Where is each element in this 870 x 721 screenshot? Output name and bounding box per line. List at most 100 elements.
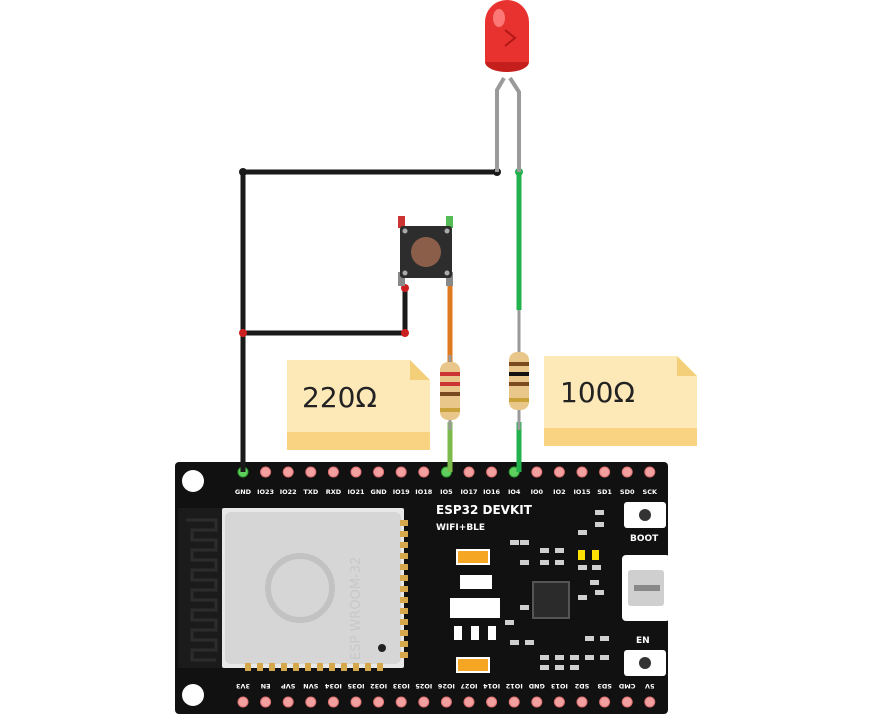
bottom-pin-io14 bbox=[486, 696, 498, 708]
board-subtitle: WIFI+BLE bbox=[436, 523, 485, 533]
capacitor bbox=[456, 549, 490, 565]
en-label: EN bbox=[636, 636, 650, 646]
smd-component bbox=[540, 665, 549, 670]
module-pad bbox=[400, 586, 408, 592]
module-pad bbox=[269, 663, 275, 671]
top-pin-io22 bbox=[282, 466, 294, 478]
top-pin-label: IO15 bbox=[574, 488, 591, 496]
top-pin-label: SCK bbox=[643, 488, 658, 496]
bottom-pin-io26 bbox=[440, 696, 452, 708]
module-pad bbox=[400, 553, 408, 559]
top-pin-io2 bbox=[553, 466, 565, 478]
boot-button[interactable] bbox=[624, 502, 666, 528]
bottom-pin-io27 bbox=[463, 696, 475, 708]
top-pin-io16 bbox=[486, 466, 498, 478]
bottom-pin-5v bbox=[644, 696, 656, 708]
top-pin-txd bbox=[305, 466, 317, 478]
module-pad bbox=[257, 663, 263, 671]
smd-component bbox=[585, 636, 594, 641]
espressif-logo bbox=[265, 553, 335, 623]
bottom-pin-3v3 bbox=[237, 696, 249, 708]
top-pin-io21 bbox=[350, 466, 362, 478]
smd-component bbox=[555, 655, 564, 660]
module-pad bbox=[341, 663, 347, 671]
smd-component bbox=[540, 655, 549, 660]
smd-component bbox=[578, 530, 587, 535]
module-label: ESP WROOM-32 bbox=[349, 557, 364, 660]
module-pad bbox=[400, 597, 408, 603]
module-pad bbox=[353, 663, 359, 671]
bottom-pin-label: IO13 bbox=[551, 682, 568, 690]
micro-usb-port bbox=[622, 555, 670, 621]
push-button[interactable] bbox=[398, 216, 453, 286]
module-pad bbox=[400, 619, 408, 625]
bottom-pin-cmd bbox=[621, 696, 633, 708]
top-pin-gnd bbox=[373, 466, 385, 478]
bottom-pin-label: IO14 bbox=[483, 682, 500, 690]
bottom-pin-io34 bbox=[327, 696, 339, 708]
top-pin-label: IO19 bbox=[393, 488, 410, 496]
top-pin-label: GND bbox=[371, 488, 388, 496]
bottom-pin-io35 bbox=[350, 696, 362, 708]
top-pin-label: IO0 bbox=[531, 488, 544, 496]
top-pin-label: IO17 bbox=[461, 488, 478, 496]
smd-component bbox=[570, 665, 579, 670]
en-button[interactable] bbox=[624, 650, 666, 676]
smd-component bbox=[595, 590, 604, 595]
top-pin-io0 bbox=[531, 466, 543, 478]
antenna-trace bbox=[186, 518, 218, 662]
board-title: ESP32 DEVKIT bbox=[436, 503, 533, 517]
module-pad bbox=[317, 663, 323, 671]
bottom-pin-label: GND bbox=[528, 682, 545, 690]
junction bbox=[239, 329, 247, 337]
bottom-pin-io25 bbox=[418, 696, 430, 708]
smd-component bbox=[592, 565, 601, 570]
top-pin-sck bbox=[644, 466, 656, 478]
bottom-pin-sd2 bbox=[576, 696, 588, 708]
bottom-pin-en bbox=[260, 696, 272, 708]
bottom-pin-label: IO26 bbox=[437, 682, 454, 690]
module-pad bbox=[400, 520, 408, 526]
junction bbox=[401, 329, 409, 337]
bottom-pin-label: SD2 bbox=[575, 682, 590, 690]
top-pin-io17 bbox=[463, 466, 475, 478]
module-pad bbox=[281, 663, 287, 671]
module-pad bbox=[329, 663, 335, 671]
resistor-100 bbox=[509, 350, 529, 430]
module-pad bbox=[245, 663, 251, 671]
module-pad bbox=[400, 531, 408, 537]
bottom-pin-gnd bbox=[531, 696, 543, 708]
top-pin-label: IO18 bbox=[415, 488, 432, 496]
bottom-pin-label: IO12 bbox=[506, 682, 523, 690]
bottom-pin-label: CMD bbox=[618, 682, 635, 690]
smd-component bbox=[585, 655, 594, 660]
led-cathode-leg bbox=[495, 76, 506, 172]
smd-component bbox=[590, 580, 599, 585]
note-100-text: 100Ω bbox=[560, 376, 635, 409]
top-pin-label: IO5 bbox=[440, 488, 453, 496]
bottom-pin-io12 bbox=[508, 696, 520, 708]
bottom-pin-label: IO32 bbox=[370, 682, 387, 690]
note-100: 100Ω bbox=[544, 356, 697, 446]
top-pin-io15 bbox=[576, 466, 588, 478]
capacitor bbox=[456, 657, 490, 673]
bottom-pin-io13 bbox=[553, 696, 565, 708]
smd-component bbox=[570, 655, 579, 660]
module-pad bbox=[400, 608, 408, 614]
smd-component bbox=[578, 565, 587, 570]
top-pin-rxd bbox=[327, 466, 339, 478]
bottom-pin-label: SVP bbox=[281, 682, 296, 690]
bottom-pin-label: SVN bbox=[303, 682, 318, 690]
top-pin-label: TXD bbox=[303, 488, 318, 496]
smd-component bbox=[600, 636, 609, 641]
smd-component bbox=[505, 620, 514, 625]
smd-component bbox=[600, 655, 609, 660]
bottom-pin-svp bbox=[282, 696, 294, 708]
smd-component bbox=[520, 560, 529, 565]
smd-component bbox=[510, 640, 519, 645]
top-pin-label: IO23 bbox=[257, 488, 274, 496]
smd-component bbox=[578, 595, 587, 600]
usb-uart-chip bbox=[532, 581, 570, 619]
